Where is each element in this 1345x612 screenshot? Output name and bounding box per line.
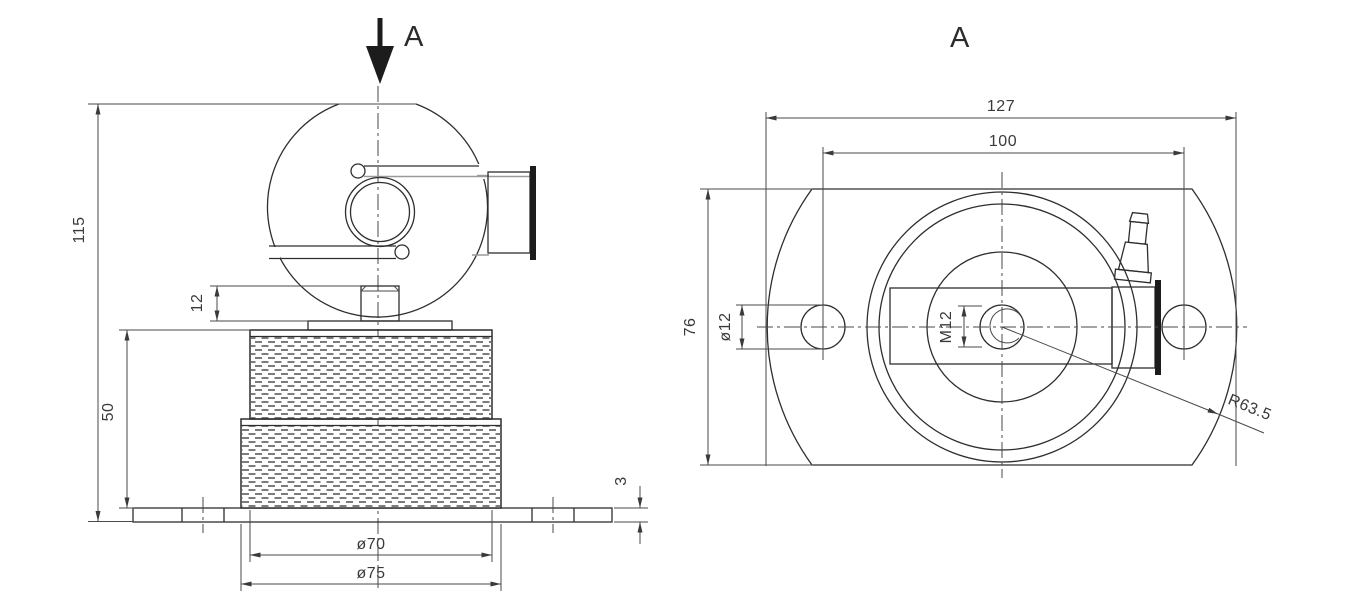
dim-lower-cylinder-dia: ø75 <box>356 565 385 582</box>
sensor-body-rect <box>889 287 1113 365</box>
dim-end-radius: R63.5 <box>1226 391 1274 424</box>
dim-total-height: 115 <box>71 216 88 243</box>
washer-plate <box>307 320 453 331</box>
top-dimensions: 127 100 76 ø12 M12 R63.5 <box>682 98 1274 466</box>
base-plate <box>132 497 613 533</box>
top-view-label: A <box>950 22 970 54</box>
dim-overall-depth: 76 <box>682 318 699 337</box>
lower-knurled-cylinder <box>240 418 502 509</box>
dim-base-height: 50 <box>100 403 117 422</box>
dim-overall-width: 127 <box>987 98 1015 115</box>
section-arrow-icon <box>366 18 394 84</box>
front-dimensions: 115 50 12 ø70 ø75 <box>71 103 648 591</box>
connector-flange-bar <box>530 166 536 260</box>
upper-knurled-cylinder <box>249 329 493 420</box>
top-body-outline <box>766 188 1238 466</box>
dim-upper-cylinder-dia: ø70 <box>356 536 385 553</box>
front-view: A <box>71 18 648 592</box>
slot-cut-left <box>266 247 280 258</box>
center-ring <box>344 176 416 248</box>
dim-stud-height: 12 <box>189 294 206 313</box>
top-view: A <box>682 22 1274 478</box>
front-section-label: A <box>404 21 424 53</box>
lower-slot <box>269 244 410 260</box>
dim-center-thread: M12 <box>938 311 955 344</box>
dim-hole-spacing: 100 <box>989 133 1017 150</box>
cable-connector-top <box>1111 211 1161 375</box>
upper-slot <box>350 163 531 179</box>
dim-plate-thickness: 3 <box>613 476 630 485</box>
cable-gland-icon <box>1113 211 1153 284</box>
dim-mount-hole-dia: ø12 <box>717 312 734 341</box>
cable-connector-side <box>472 166 536 260</box>
